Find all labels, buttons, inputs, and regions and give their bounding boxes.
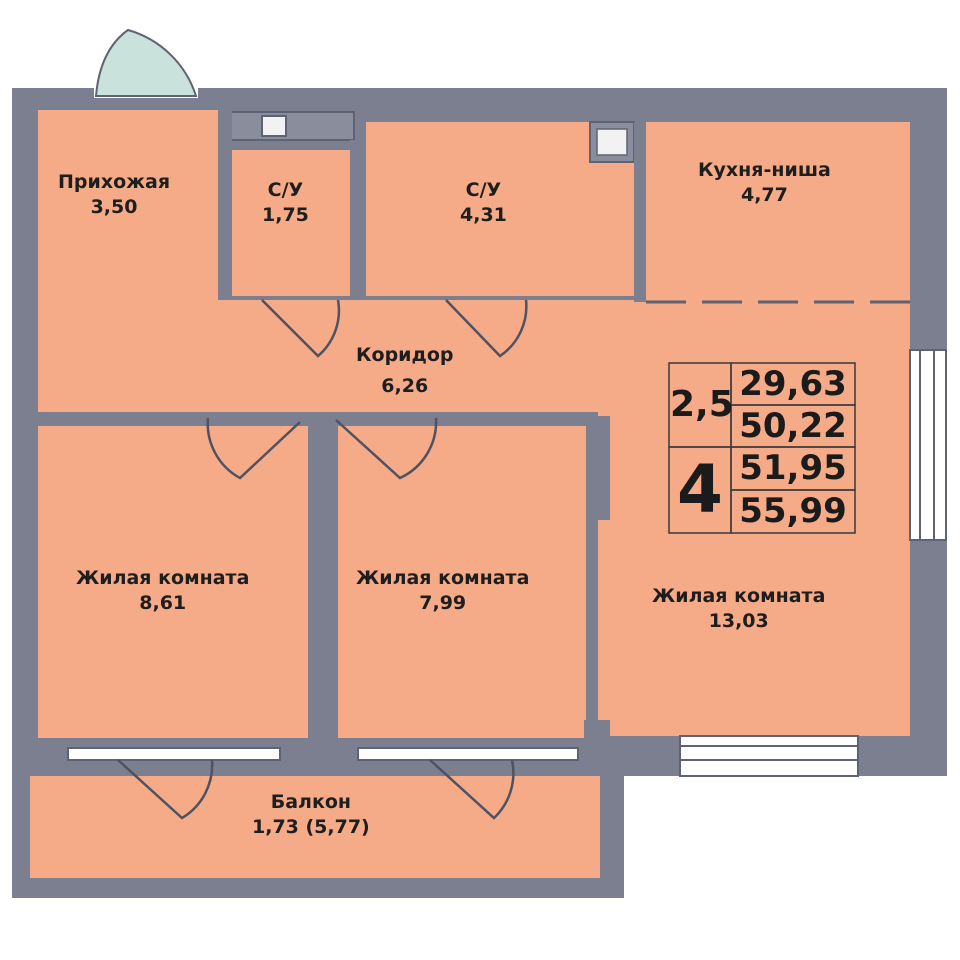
room-living-right-area: 13,03 bbox=[708, 609, 769, 632]
room-living-left-area: 8,61 bbox=[139, 591, 187, 614]
room-living-right: Жилая комната 13,03 bbox=[652, 584, 825, 633]
room-corridor-area: 6,26 bbox=[381, 374, 429, 397]
room-kitchen-area: 4,77 bbox=[740, 183, 788, 206]
room-balcony: Балкон 1,73 (5,77) bbox=[252, 790, 370, 839]
interior-walls bbox=[218, 110, 646, 776]
floor-living-right bbox=[598, 300, 910, 736]
floor-kitchen bbox=[646, 122, 910, 302]
area-full: 55,99 bbox=[739, 491, 847, 531]
floor-corridor-join bbox=[520, 300, 610, 412]
floor-bath-small bbox=[232, 150, 350, 296]
room-living-left-name: Жилая комната bbox=[76, 567, 250, 589]
watermark-logo: ЦИАН bbox=[666, 796, 805, 842]
room-bath-large: С/У 4,31 bbox=[460, 178, 507, 227]
rooms-count-big: 4 bbox=[677, 451, 723, 528]
windows bbox=[67, 349, 947, 777]
area-total: 50,22 bbox=[739, 406, 847, 446]
room-living-mid-name: Жилая комната bbox=[356, 567, 530, 589]
room-hallway-name: Прихожая bbox=[58, 171, 171, 193]
room-bath-large-area: 4,31 bbox=[460, 203, 507, 226]
rooms-count-small: 2,5 bbox=[670, 384, 734, 425]
room-bath-large-name: С/У bbox=[465, 179, 502, 201]
room-bath-small-area: 1,75 bbox=[262, 203, 309, 226]
floor-balcony bbox=[30, 776, 600, 878]
room-living-mid: Жилая комната 7,99 bbox=[356, 566, 529, 615]
floor-living-mid bbox=[338, 426, 586, 738]
room-hallway-area: 3,50 bbox=[90, 195, 138, 218]
area-with-balcony: 51,95 bbox=[739, 448, 847, 488]
room-living-mid-area: 7,99 bbox=[419, 591, 467, 614]
door-swings bbox=[117, 299, 528, 820]
room-bath-small-name: С/У bbox=[267, 179, 304, 201]
area-badge: 2,5 4 29,63 50,22 51,95 55,99 bbox=[668, 362, 858, 534]
room-balcony-name: Балкон bbox=[270, 791, 352, 813]
room-bath-small: С/У 1,75 bbox=[262, 178, 309, 227]
room-corridor-name: Коридор bbox=[356, 344, 454, 366]
room-living-left: Жилая комната 8,61 bbox=[76, 566, 249, 615]
floor-living-left bbox=[38, 426, 310, 738]
watermark-text: ЦИАН bbox=[666, 796, 806, 842]
room-corridor: Коридор 6,26 bbox=[356, 343, 454, 398]
room-balcony-area: 1,73 (5,77) bbox=[252, 815, 370, 838]
room-hallway: Прихожая 3,50 bbox=[58, 170, 170, 219]
area-living: 29,63 bbox=[739, 364, 847, 404]
room-kitchen: Кухня-ниша 4,77 bbox=[698, 158, 831, 207]
entrance-door bbox=[94, 28, 198, 98]
room-living-right-name: Жилая комната bbox=[652, 585, 826, 607]
room-kitchen-name: Кухня-ниша bbox=[698, 159, 831, 181]
